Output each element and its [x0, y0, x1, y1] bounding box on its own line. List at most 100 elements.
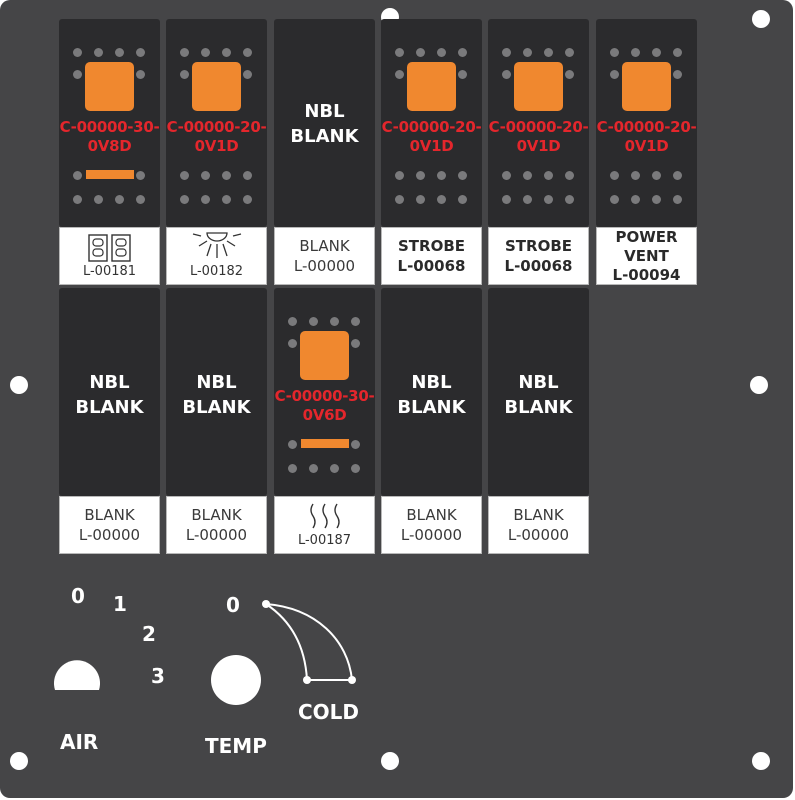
- switch-label: BLANK L-00000: [166, 496, 267, 554]
- label-text-line2: L-00000: [400, 526, 463, 544]
- label-text-line1: BLANK: [191, 506, 242, 524]
- mounting-hole: [750, 376, 768, 394]
- indicator-dot: [309, 464, 318, 473]
- indicator-dot: [437, 48, 446, 57]
- indicator-dot: [652, 171, 661, 180]
- indicator-dot: [73, 48, 82, 57]
- label-text-line1: POWER: [615, 228, 678, 246]
- switch-label: BLANK L-00000: [59, 496, 160, 554]
- nbl-text-line2: BLANK: [75, 397, 144, 418]
- indicator-dot: [73, 195, 82, 204]
- label-text-line1: STROBE: [504, 237, 573, 255]
- indicator-dot: [136, 48, 145, 57]
- nbl-text-line2: BLANK: [290, 126, 359, 147]
- nbl-text-line1: NBL: [196, 372, 237, 393]
- indicator-dot: [395, 48, 404, 57]
- indicator-dot: [652, 48, 661, 57]
- indicator-dot: [288, 317, 297, 326]
- part-code-line1: C-00000-20-: [381, 118, 482, 136]
- switch-label: BLANK L-00000: [274, 227, 375, 285]
- mounting-hole: [381, 752, 399, 770]
- indicator-dot: [180, 70, 189, 79]
- indicator-dot: [673, 171, 682, 180]
- indicator-dot: [243, 195, 252, 204]
- indicator-dot: [180, 171, 189, 180]
- indicator-dot: [351, 317, 360, 326]
- indicator-dot: [201, 195, 210, 204]
- indicator-dot: [94, 48, 103, 57]
- indicator-dot: [136, 70, 145, 79]
- indicator-dot: [631, 48, 640, 57]
- part-code-line2: 0V1D: [624, 137, 669, 155]
- indicator-dot: [610, 48, 619, 57]
- air-position-0: 0: [71, 584, 85, 608]
- part-code-line1: C-00000-20-: [596, 118, 697, 136]
- indicator-dot: [395, 195, 404, 204]
- indicator-dot: [222, 48, 231, 57]
- air-label: AIR: [60, 730, 99, 754]
- indicator-dot: [180, 195, 189, 204]
- label-text-line2: L-00000: [293, 257, 356, 275]
- indicator-dot: [136, 171, 145, 180]
- indicator-dot: [351, 440, 360, 449]
- indicator-dot: [222, 171, 231, 180]
- rocker-switch[interactable]: C-00000-20-0V1D: [166, 19, 267, 227]
- indicator-lamp: [192, 62, 241, 111]
- air-knob[interactable]: [52, 648, 104, 700]
- rocker-switch[interactable]: C-00000-30-0V8D: [59, 19, 160, 227]
- indicator-dot: [610, 195, 619, 204]
- rocker-switch[interactable]: C-00000-20-0V1D: [596, 19, 697, 227]
- mounting-hole: [10, 752, 28, 770]
- label-text-line2: L-00068: [397, 257, 466, 275]
- indicator-dot: [631, 195, 640, 204]
- air-position-2: 2: [142, 622, 156, 646]
- temp-range-arc: [262, 600, 356, 684]
- label-text-line2: L-00000: [185, 526, 248, 544]
- indicator-dot: [416, 171, 425, 180]
- indicator-dot: [544, 48, 553, 57]
- part-code-line2: 0V1D: [194, 137, 239, 155]
- indicator-dot: [288, 339, 297, 348]
- dual-lamp-icon: [87, 233, 133, 267]
- label-text-line1: L-00187: [297, 533, 352, 548]
- blank-switch[interactable]: NBL BLANK: [274, 19, 375, 227]
- label-text-line1: BLANK: [84, 506, 135, 524]
- indicator-dot: [437, 171, 446, 180]
- indicator-dot: [201, 171, 210, 180]
- indicator-dot: [351, 464, 360, 473]
- rocker-switch[interactable]: C-00000-20-0V1D: [488, 19, 589, 227]
- label-text-line2: L-00000: [507, 526, 570, 544]
- rocker-switch[interactable]: C-00000-20-0V1D: [381, 19, 482, 227]
- part-code-line1: C-00000-20-: [488, 118, 589, 136]
- indicator-dot: [544, 195, 553, 204]
- label-text-line1: BLANK: [299, 237, 350, 255]
- label-text-line2: VENT: [624, 247, 669, 265]
- indicator-dot: [610, 171, 619, 180]
- indicator-dot: [523, 195, 532, 204]
- indicator-dot: [652, 195, 661, 204]
- indicator-bar: [86, 170, 134, 179]
- temp-label: TEMP: [205, 734, 267, 758]
- indicator-dot: [502, 70, 511, 79]
- indicator-dot: [416, 195, 425, 204]
- blank-switch[interactable]: NBL BLANK: [166, 288, 267, 496]
- switch-label: L-00187: [274, 496, 375, 554]
- switch-label: L-00182: [166, 227, 267, 285]
- nbl-text-line2: BLANK: [182, 397, 251, 418]
- indicator-dot: [437, 195, 446, 204]
- indicator-dot: [458, 48, 467, 57]
- indicator-dot: [330, 317, 339, 326]
- rocker-switch[interactable]: C-00000-30-0V6D: [274, 288, 375, 496]
- indicator-dot: [201, 48, 210, 57]
- temp-knob[interactable]: [211, 655, 261, 705]
- nbl-text-line1: NBL: [304, 101, 345, 122]
- label-text-line2: L-00000: [78, 526, 141, 544]
